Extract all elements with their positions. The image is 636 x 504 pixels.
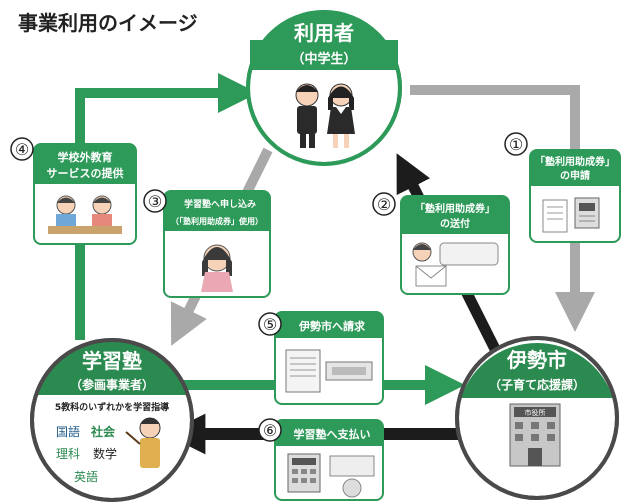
node-user: 利用者 （中学生）: [246, 10, 402, 166]
step-label: 学習塾へ申し込み: [184, 198, 256, 210]
step-1-card: ① 「塾利用助成券」 の申請: [504, 132, 621, 243]
city-subtitle: （子育て応援課）: [489, 377, 585, 392]
juku-title: 学習塾: [82, 349, 142, 373]
step-2-card: ② 「塾利用助成券」 の送付: [372, 192, 510, 295]
node-city: 伊勢市 （子育て応援課） 市役所: [455, 336, 619, 500]
step-number: ④: [15, 140, 29, 159]
step-number: ⑤: [263, 315, 277, 334]
city-hall-icon: 市役所: [509, 403, 561, 467]
user-subtitle: （中学生）: [291, 51, 356, 67]
step-label: の申請: [560, 169, 590, 182]
step-3-card: ③ 学習塾へ申し込み （「塾利用助成券」使用）: [143, 189, 271, 298]
study-icon: [48, 195, 122, 234]
step-6-card: ⑥ 学習塾へ支払い: [258, 418, 384, 501]
step-number: ⑥: [263, 421, 277, 440]
step-label: 伊勢市へ請求: [298, 319, 366, 333]
step-label: （「塾利用助成券」使用）: [171, 216, 263, 226]
subject-label: 国語: [56, 424, 80, 439]
step-label: サービスの提供: [47, 166, 124, 180]
city-hall-sign: 市役所: [525, 408, 546, 417]
students-icon: [295, 83, 355, 148]
step-label: 学習塾へ支払い: [294, 427, 371, 441]
girl-icon: [201, 244, 233, 292]
step-label: 学校外教育: [58, 150, 113, 164]
step-number: ①: [509, 135, 523, 154]
step-label: 「塾利用助成券」: [535, 155, 615, 168]
step-5-card: ⑤ 伊勢市へ請求: [258, 311, 384, 405]
step-4-card: ④ 学校外教育 サービスの提供: [10, 137, 137, 245]
step-number: ②: [377, 195, 391, 214]
application-form-icon: [542, 197, 600, 233]
arrow-service-provision: [75, 73, 258, 340]
city-title: 伊勢市: [506, 348, 567, 372]
user-title: 利用者: [294, 21, 354, 45]
subject-label: 理科: [56, 447, 80, 461]
payment-icon: [287, 453, 375, 498]
node-juku: 学習塾 （参画事業者） 5教科のいずれかを学習指導 国語 社会 理科 数学 英語: [30, 338, 194, 502]
subject-label: 英語: [74, 469, 98, 484]
letter-icon: [412, 242, 499, 287]
page-title: 事業利用のイメージ: [18, 11, 198, 35]
step-number: ③: [148, 192, 162, 211]
juku-subtitle: （参画事業者）: [70, 377, 154, 392]
subject-label: 数学: [93, 446, 117, 461]
juku-note: 5教科のいずれかを学習指導: [55, 401, 169, 413]
step-label: の送付: [440, 217, 470, 230]
step-label: 「塾利用助成券」: [415, 202, 495, 215]
invoice-icon: [285, 349, 373, 393]
subject-label: 社会: [90, 424, 116, 439]
teacher-icon: [125, 417, 161, 468]
